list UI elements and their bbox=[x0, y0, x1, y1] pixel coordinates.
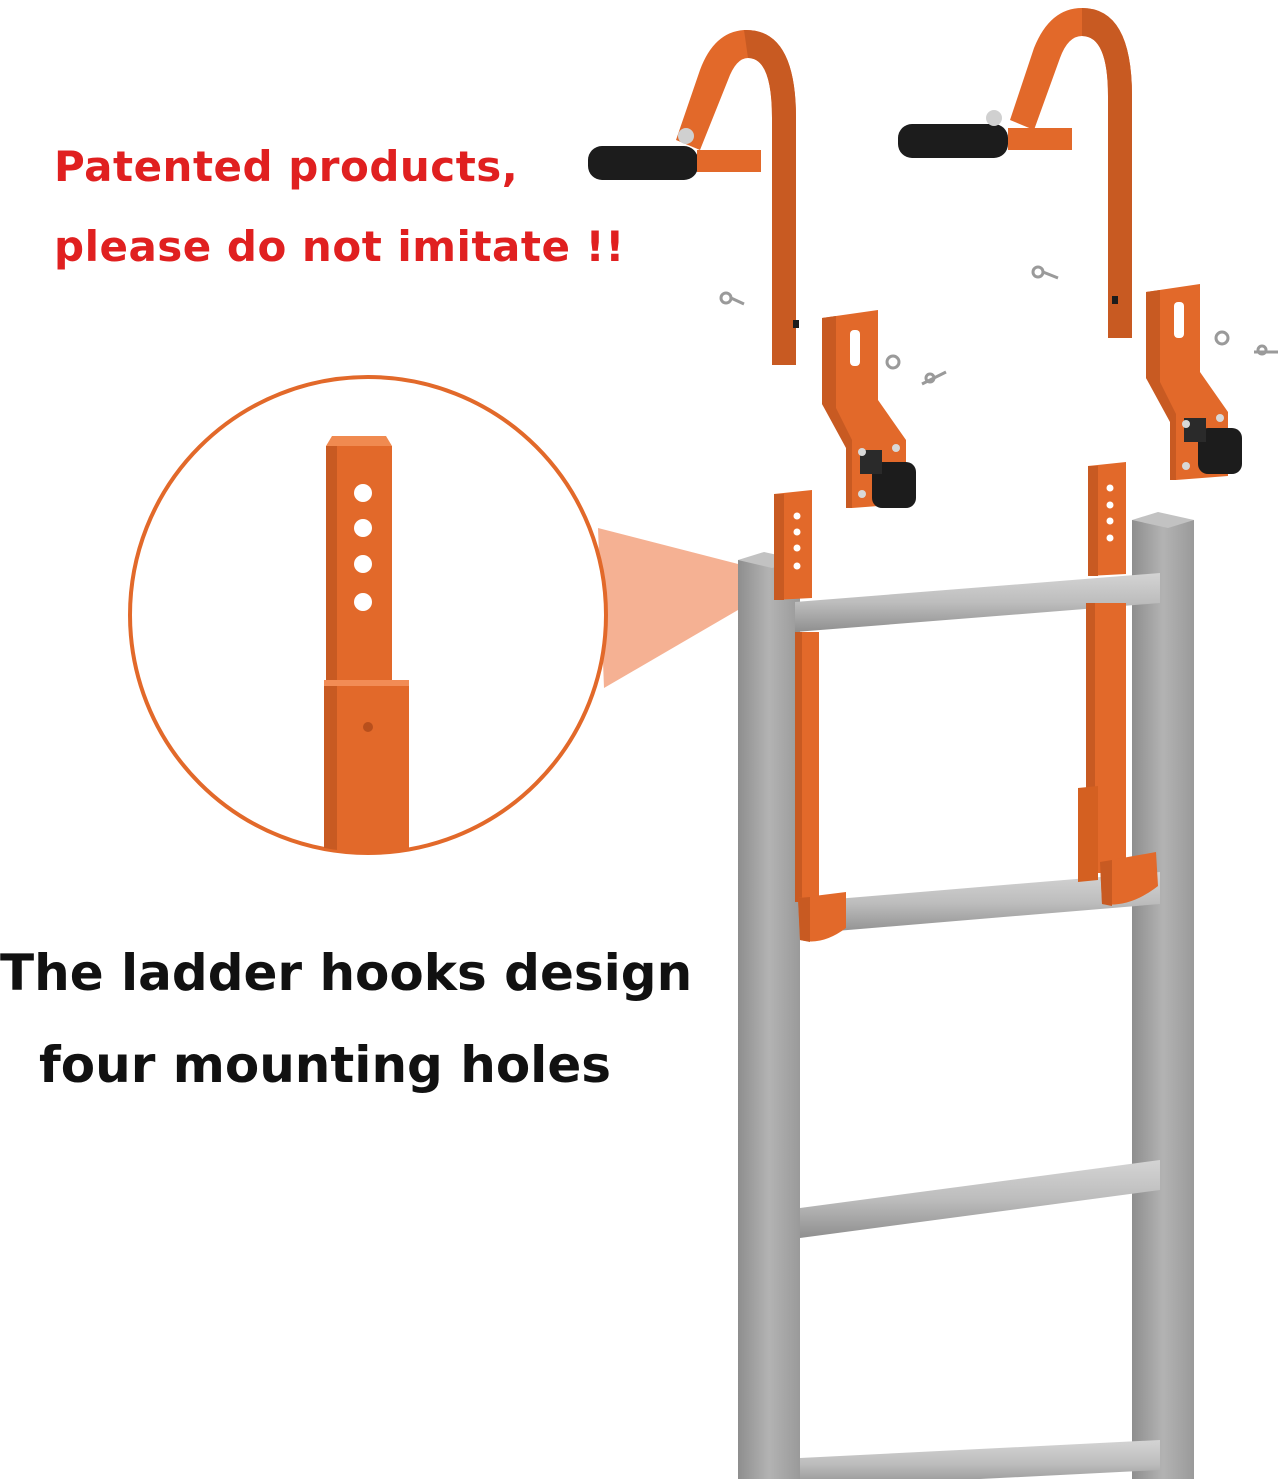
right-bolt bbox=[1031, 265, 1059, 280]
left-grip-handle bbox=[588, 146, 698, 180]
right-roller-bracket bbox=[1146, 284, 1242, 480]
left-roller-wheel bbox=[872, 462, 916, 508]
rung-3 bbox=[800, 1160, 1160, 1238]
rung-4 bbox=[800, 1440, 1160, 1479]
right-rail bbox=[1132, 520, 1194, 1479]
left-washer bbox=[885, 354, 901, 370]
right-washer bbox=[1214, 330, 1230, 346]
mounting-hole-3 bbox=[354, 555, 372, 573]
mounting-hole-2 bbox=[354, 519, 372, 537]
rung-1 bbox=[795, 573, 1160, 632]
right-wing-nut bbox=[1254, 344, 1278, 356]
mounting-hole-4 bbox=[354, 593, 372, 611]
left-rail bbox=[738, 560, 800, 1479]
feature-caption-line1: The ladder hooks design bbox=[0, 944, 693, 1002]
rung-2 bbox=[800, 872, 1160, 934]
right-roller-wheel bbox=[1198, 428, 1242, 474]
left-j-hook bbox=[588, 29, 799, 366]
zoom-callout-circle bbox=[128, 375, 608, 855]
right-grip-handle bbox=[898, 124, 1008, 158]
right-mounted-bracket bbox=[1078, 462, 1158, 906]
left-roller-bracket bbox=[822, 310, 916, 508]
left-mounted-bracket bbox=[774, 490, 846, 942]
feature-caption-line2: four mounting holes bbox=[39, 1036, 611, 1094]
callout-cone bbox=[598, 528, 742, 688]
left-bolt bbox=[719, 291, 745, 306]
patent-warning-line1: Patented products, bbox=[54, 142, 519, 191]
ladder bbox=[738, 512, 1194, 1479]
mounting-hardware bbox=[719, 265, 1278, 386]
zoom-outer-tube bbox=[324, 682, 409, 852]
right-j-hook bbox=[898, 8, 1132, 338]
patent-warning-line2: please do not imitate !! bbox=[54, 222, 625, 271]
left-wing-nut bbox=[921, 370, 947, 386]
mounting-hole-1 bbox=[354, 484, 372, 502]
